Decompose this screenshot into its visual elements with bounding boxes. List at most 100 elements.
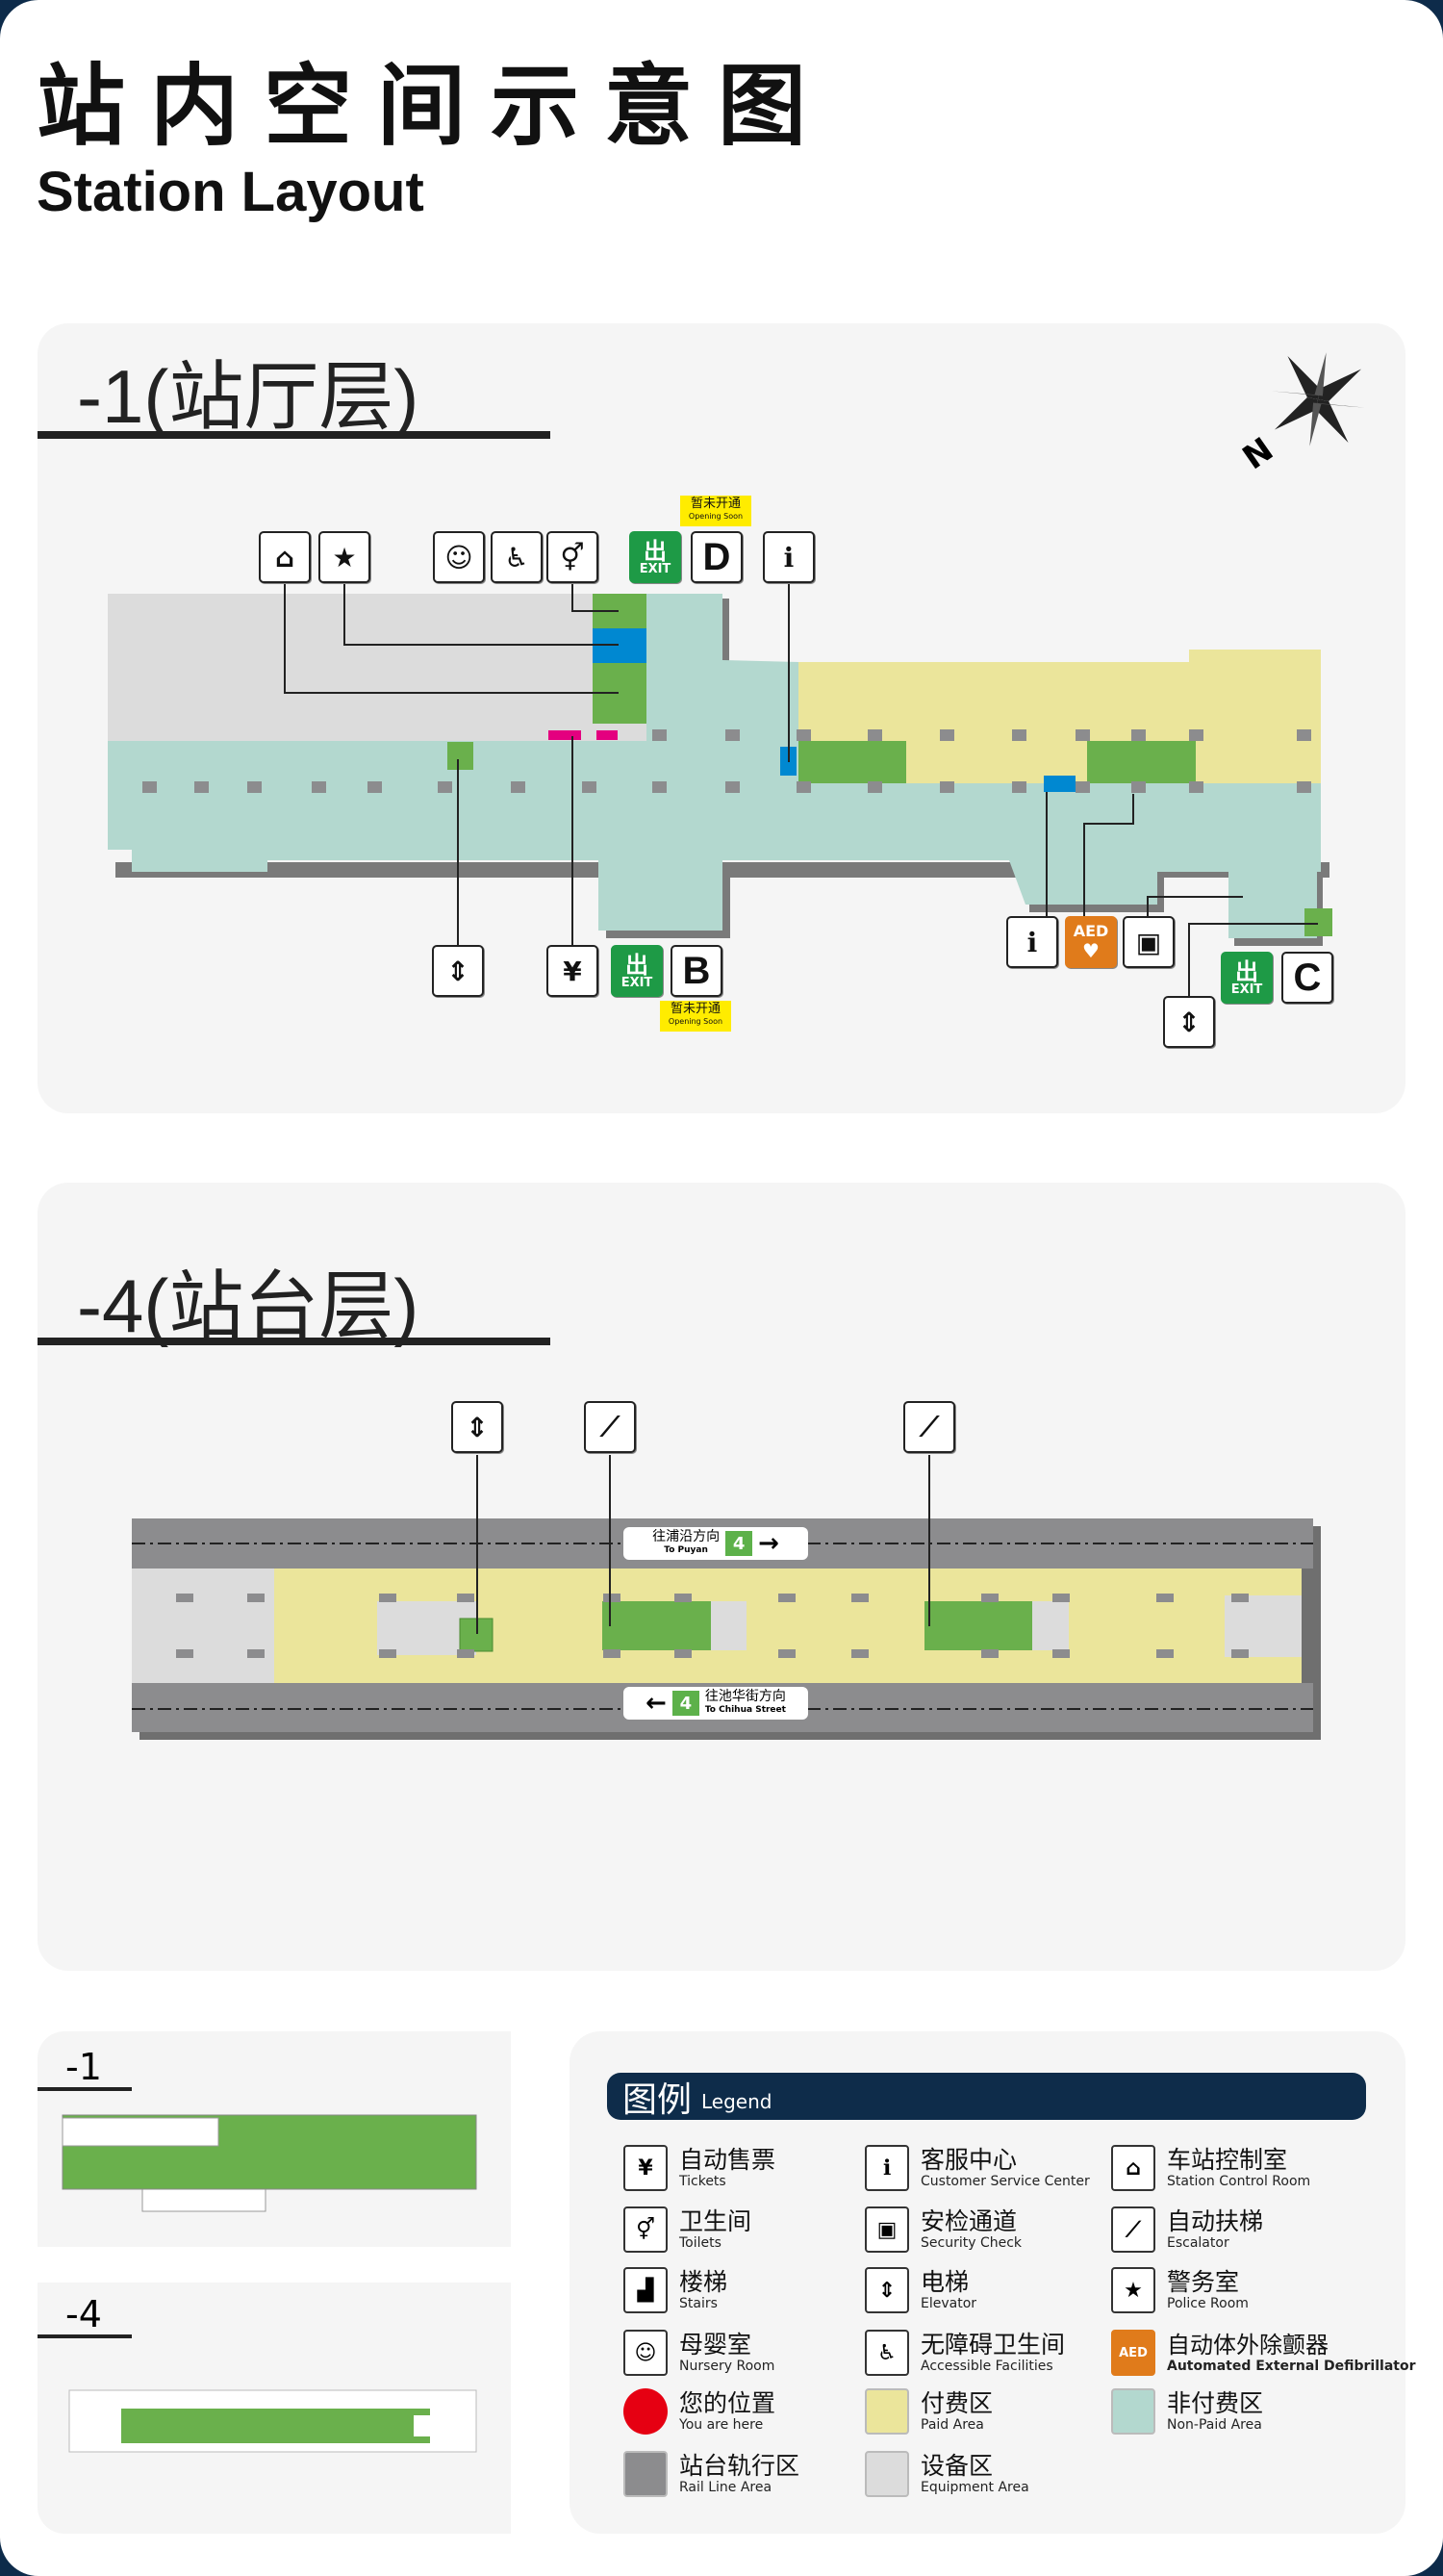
column xyxy=(1131,781,1146,793)
legend-swatch xyxy=(623,2388,668,2435)
column xyxy=(868,781,882,793)
column xyxy=(457,1649,474,1658)
column xyxy=(778,1594,796,1602)
column xyxy=(868,729,882,741)
minimap-underline xyxy=(38,2334,132,2338)
toilets-icon: ⚥ xyxy=(546,531,598,583)
column xyxy=(603,1594,620,1602)
column xyxy=(1052,1649,1070,1658)
legend-label-cn: 付费区 xyxy=(921,2389,994,2417)
legend-label-en: Nursery Room xyxy=(679,2359,775,2374)
column xyxy=(367,781,382,793)
escalator-icon: ⟋ xyxy=(1111,2206,1155,2253)
column xyxy=(797,781,811,793)
concourse-floor-title: -1(站厅层) xyxy=(77,354,419,439)
accessible-facilities-icon: ♿ xyxy=(491,531,543,583)
opening-soon-cn: 暂未开通 xyxy=(690,497,741,511)
column xyxy=(1012,729,1026,741)
legend-label-en: Toilets xyxy=(679,2235,722,2251)
elevator-icon: ⇕ xyxy=(865,2267,909,2313)
legend-label-en: Stairs xyxy=(679,2296,718,2311)
legend-header: 图例 Legend xyxy=(607,2073,1366,2120)
stairs-icon: ▟ xyxy=(623,2267,668,2313)
customer-service-center-icon: ℹ xyxy=(763,531,815,583)
platform-floor-title: -4(站台层) xyxy=(77,1263,419,1348)
column xyxy=(511,781,525,793)
station-control-room-icon: ⌂ xyxy=(1111,2145,1155,2191)
legend-label-cn: 电梯 xyxy=(921,2268,970,2296)
column xyxy=(1297,781,1311,793)
column xyxy=(194,781,209,793)
ticket-machine xyxy=(548,730,581,740)
elevator-icon: ⇕ xyxy=(1163,996,1215,1048)
line-badge: 4 xyxy=(671,1691,699,1716)
aed-icon: AED xyxy=(1111,2330,1155,2376)
column xyxy=(851,1594,869,1602)
escalator-icon: ⟋ xyxy=(903,1401,955,1453)
legend-label-en: Police Room xyxy=(1167,2296,1249,2311)
column xyxy=(1131,729,1146,741)
aed-icon: AED♥ xyxy=(1065,916,1117,968)
legend-label-en: You are here xyxy=(679,2417,764,2433)
concourse-map xyxy=(108,583,1332,996)
column xyxy=(438,781,452,793)
column xyxy=(312,781,326,793)
nonpaid-area xyxy=(108,594,1321,938)
legend-label-en: Customer Service Center xyxy=(921,2174,1090,2189)
legend-swatch xyxy=(865,2388,909,2435)
legend-label-en: Equipment Area xyxy=(921,2480,1029,2495)
minimap-underline xyxy=(38,2087,132,2091)
legend-swatch xyxy=(865,2451,909,2497)
legend-swatch xyxy=(623,2451,668,2497)
elevator-block xyxy=(447,742,473,770)
column xyxy=(176,1649,193,1658)
exit-b-label: B xyxy=(671,945,722,997)
column xyxy=(940,729,954,741)
elevator-block xyxy=(1304,908,1332,936)
elevator-icon: ⇕ xyxy=(451,1401,503,1453)
leader-lines xyxy=(476,1455,930,1634)
minimap-platform-shape xyxy=(68,2389,477,2453)
legend-label-cn: 非付费区 xyxy=(1167,2389,1264,2417)
minimap-label: -4 xyxy=(65,2293,102,2335)
legend-label-cn: 您的位置 xyxy=(679,2389,776,2417)
legend-label-cn: 设备区 xyxy=(921,2452,994,2480)
column xyxy=(1231,1649,1249,1658)
arrow-right-icon: → xyxy=(758,1529,779,1558)
leader-lines xyxy=(284,583,1318,996)
column xyxy=(247,1649,265,1658)
escalator-block xyxy=(798,741,906,783)
line-badge: 4 xyxy=(725,1531,753,1556)
column xyxy=(725,781,740,793)
legend-label-en: Non-Paid Area xyxy=(1167,2417,1262,2433)
direction-en: To Puyan xyxy=(664,1545,708,1555)
tickets-icon: ¥ xyxy=(546,945,598,997)
column xyxy=(1156,1594,1174,1602)
legend-label-cn: 警务室 xyxy=(1167,2268,1240,2296)
column xyxy=(379,1649,396,1658)
column xyxy=(674,1649,692,1658)
column xyxy=(652,729,667,741)
minimap-concourse-shape xyxy=(62,2114,477,2212)
legend-label-en: Security Check xyxy=(921,2235,1023,2251)
